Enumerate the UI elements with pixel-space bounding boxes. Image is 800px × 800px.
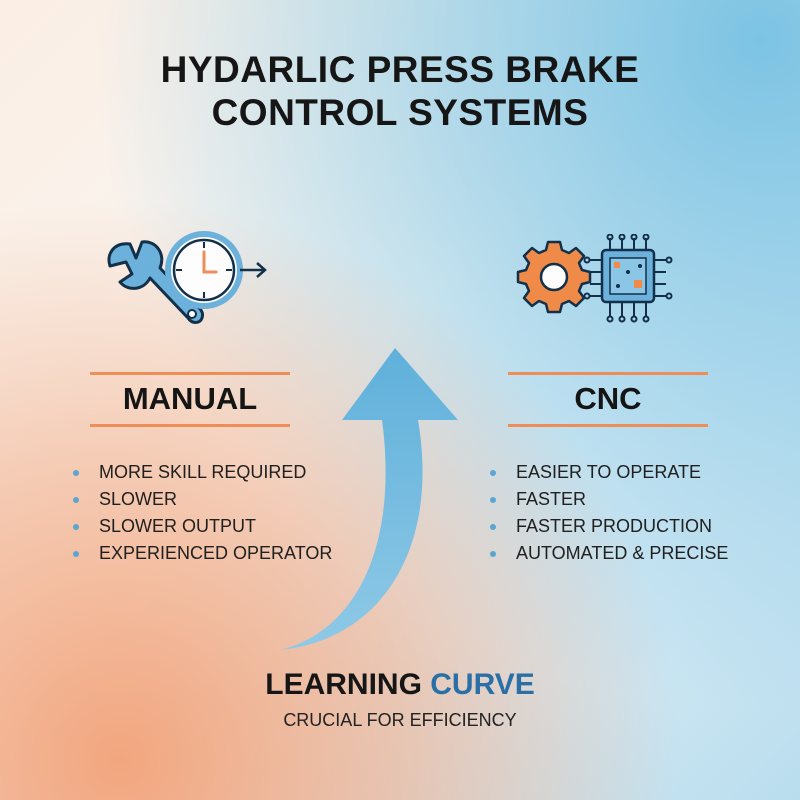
- bullet-dot-icon: [73, 551, 79, 557]
- clock-icon: [165, 231, 267, 309]
- list-item-label: EXPERIENCED OPERATOR: [99, 543, 333, 563]
- chip-icon: [583, 234, 673, 323]
- list-item-label: SLOWER: [99, 489, 178, 509]
- bullet-dot-icon: [490, 551, 496, 557]
- list-item: FASTER PRODUCTION: [490, 513, 728, 540]
- cnc-heading-block: CNC: [508, 372, 708, 427]
- bullet-dot-icon: [73, 470, 79, 476]
- list-item: SLOWER OUTPUT: [73, 513, 332, 540]
- list-item: AUTOMATED & PRECISE: [490, 540, 728, 567]
- cnc-top-rule: [508, 372, 708, 375]
- list-item: FASTER: [490, 486, 728, 513]
- manual-top-rule: [90, 372, 290, 375]
- list-item-label: FASTER PRODUCTION: [516, 516, 713, 536]
- list-item-label: FASTER: [516, 489, 587, 509]
- page-title: HYDARLIC PRESS BRAKE CONTROL SYSTEMS: [0, 48, 800, 134]
- gear-icon: [516, 240, 592, 314]
- list-item-label: EASIER TO OPERATE: [516, 462, 702, 482]
- cnc-heading: CNC: [574, 381, 642, 416]
- list-item: EXPERIENCED OPERATOR: [73, 540, 332, 567]
- bullet-dot-icon: [73, 524, 79, 530]
- bullet-dot-icon: [490, 524, 496, 530]
- footer-title-part2: CURVE: [430, 668, 535, 701]
- list-item-label: AUTOMATED & PRECISE: [516, 543, 729, 563]
- bullet-dot-icon: [73, 497, 79, 503]
- gear-chip-icon: [516, 234, 673, 323]
- manual-bottom-rule: [90, 424, 290, 427]
- list-item: SLOWER: [73, 486, 332, 513]
- cnc-bottom-rule: [508, 424, 708, 427]
- bullet-dot-icon: [490, 470, 496, 476]
- footer-title: LEARNING CURVE: [0, 668, 800, 702]
- list-item-label: SLOWER OUTPUT: [99, 516, 257, 536]
- list-item-label: MORE SKILL REQUIRED: [99, 462, 307, 482]
- list-item: EASIER TO OPERATE: [490, 459, 728, 486]
- wrench-clock-icon: [107, 231, 267, 324]
- bullet-dot-icon: [490, 497, 496, 503]
- footer-title-part1: LEARNING: [265, 668, 422, 701]
- cnc-list: EASIER TO OPERATE FASTER FASTER PRODUCTI…: [490, 459, 728, 567]
- list-item: MORE SKILL REQUIRED: [73, 459, 332, 486]
- footer-subtitle: CRUCIAL FOR EFFICIENCY: [283, 710, 517, 730]
- manual-heading-block: MANUAL: [90, 372, 290, 427]
- manual-list: MORE SKILL REQUIRED SLOWER SLOWER OUTPUT…: [73, 459, 332, 567]
- wrench-icon: [107, 240, 204, 324]
- curved-arrow-icon: [280, 348, 458, 650]
- page-title-line-1: HYDARLIC PRESS BRAKE: [160, 49, 640, 90]
- manual-heading: MANUAL: [122, 381, 258, 416]
- page-title-line-2: CONTROL SYSTEMS: [211, 92, 589, 133]
